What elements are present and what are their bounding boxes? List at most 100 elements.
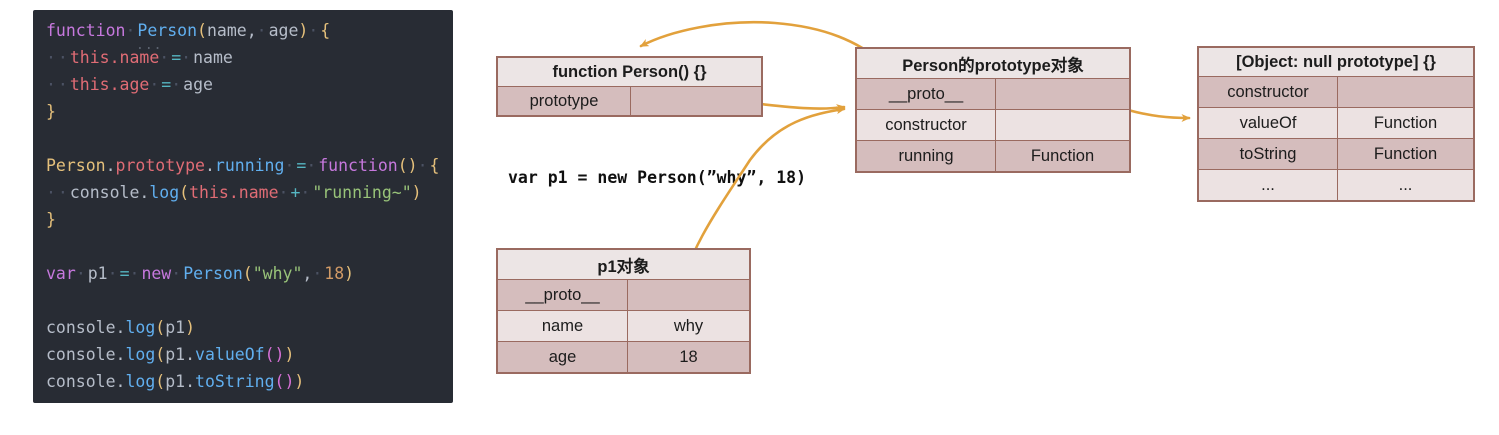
table-row-age: age 18 — [498, 341, 749, 372]
code-token: · — [107, 264, 120, 283]
code-token: ) — [344, 264, 355, 283]
code-token: ( — [155, 372, 166, 391]
code-token: log — [125, 345, 156, 364]
code-line-8: } — [46, 206, 453, 233]
code-token: p1 — [87, 264, 108, 283]
table-title-function-person: function Person() {} — [498, 58, 761, 86]
code-token: · — [125, 21, 138, 40]
code-token: log — [149, 183, 180, 202]
code-token: "why" — [252, 264, 303, 283]
code-token: · — [417, 156, 430, 175]
code-token: = — [161, 75, 172, 94]
code-line-12: console.log(p1) — [46, 314, 453, 341]
code-token: Person — [46, 156, 106, 175]
table-key-cell: prototype — [529, 91, 599, 110]
code-token: function — [46, 21, 126, 40]
code-token: ·· — [46, 48, 70, 67]
code-token: ·· — [46, 183, 70, 202]
code-token: age — [268, 21, 299, 40]
code-token: · — [308, 21, 321, 40]
code-token: console — [46, 345, 116, 364]
table-value-cell — [630, 87, 761, 115]
code-token: valueOf — [195, 345, 265, 364]
code-line-3: ··this.age·=·age — [46, 71, 453, 98]
table-value-cell — [995, 110, 1129, 140]
code-token: age — [183, 75, 213, 94]
code-token: ) — [298, 21, 309, 40]
code-token: p1 — [165, 318, 186, 337]
code-editor-panel: function·Person(name,·age)·{··this.name·… — [33, 10, 453, 403]
table-title-object-null-prototype: [Object: null prototype] {} — [1199, 48, 1473, 76]
code-token: log — [125, 372, 156, 391]
code-token: Person — [183, 264, 243, 283]
code-token: log — [125, 318, 156, 337]
code-token: Person — [137, 21, 198, 40]
code-token: · — [129, 264, 142, 283]
code-token: · — [312, 264, 325, 283]
table-row-prototype: prototype — [498, 86, 761, 115]
code-token: { — [429, 156, 440, 175]
code-token: } — [46, 210, 56, 229]
code-token: this.name — [69, 48, 160, 67]
code-token: . — [204, 156, 215, 175]
table-value-cell: 18 — [627, 342, 749, 372]
code-token: + — [290, 183, 301, 202]
code-lines: function·Person(name,·age)·{··this.name·… — [46, 17, 453, 395]
code-token: console — [46, 318, 116, 337]
code-token: . — [115, 372, 126, 391]
table-value-cell — [627, 280, 749, 310]
code-token: ( — [179, 183, 190, 202]
code-line-6: Person.prototype.running·=·function()·{ — [46, 152, 453, 179]
code-line-9 — [46, 233, 453, 260]
code-token: · — [306, 156, 319, 175]
code-token: · — [159, 48, 172, 67]
code-line-1: function·Person(name,·age)·{ — [46, 17, 453, 44]
table-value-cell: ... — [1337, 170, 1473, 200]
code-token: function — [318, 156, 398, 175]
code-line-4: } — [46, 98, 453, 125]
table-key-cell: ... — [1261, 175, 1275, 194]
code-token: = — [296, 156, 307, 175]
p1-declaration-text: var p1 = new Person(”why”, 18) — [508, 168, 807, 187]
code-token: ) — [284, 345, 295, 364]
code-token: ( — [155, 318, 166, 337]
table-key-cell: constructor — [1227, 82, 1309, 101]
table-value-cell: Function — [1337, 139, 1473, 169]
code-token: ) — [185, 318, 196, 337]
code-token: . — [115, 318, 126, 337]
table-key-cell: valueOf — [1239, 113, 1297, 132]
code-token: . — [185, 372, 196, 391]
code-token: ) — [294, 372, 305, 391]
table-value-cell: why — [627, 311, 749, 341]
code-token: . — [185, 345, 196, 364]
code-token: console — [69, 183, 140, 202]
code-token: p1 — [165, 345, 186, 364]
code-token: , — [302, 264, 313, 283]
code-token: , — [246, 21, 257, 40]
table-key-cell: __proto__ — [888, 84, 964, 103]
table-row-constructor: constructor — [857, 109, 1129, 140]
table-row-__proto__: __proto__ — [857, 78, 1129, 109]
code-token: · — [75, 264, 88, 283]
code-token: ·· — [46, 75, 70, 94]
code-line-13: console.log(p1.valueOf()) — [46, 341, 453, 368]
table-person-prototype: Person的prototype对象 __proto__ constructor ru… — [855, 47, 1131, 173]
code-line-10: var·p1·=·new·Person("why",·18) — [46, 260, 453, 287]
code-token: var — [46, 264, 76, 283]
table-title-person-prototype: Person的prototype对象 — [857, 49, 1129, 78]
table-key-cell: age — [548, 347, 577, 366]
code-token: ( — [242, 264, 253, 283]
code-token: · — [278, 183, 291, 202]
code-token: . — [105, 156, 116, 175]
code-line-2: ··this.name·=·name — [46, 44, 453, 71]
table-key-cell: constructor — [885, 115, 967, 134]
code-token: console — [46, 372, 116, 391]
code-token: p1 — [165, 372, 186, 391]
code-token: () — [264, 345, 285, 364]
table-object-null-prototype: [Object: null prototype] {} constructor va… — [1197, 46, 1475, 202]
code-token: } — [46, 102, 56, 121]
code-token: name — [206, 21, 247, 40]
